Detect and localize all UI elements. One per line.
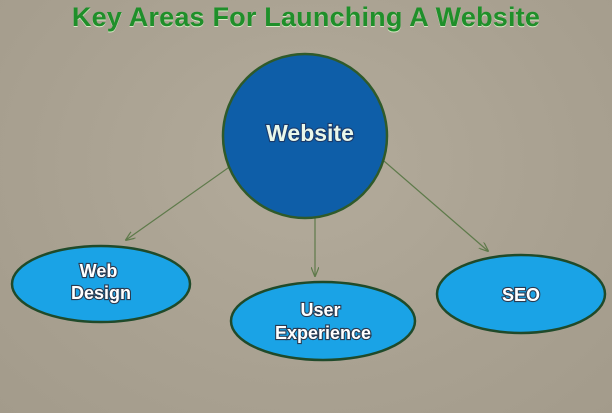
node-user-experience: User Experience [229, 280, 417, 362]
node-seo-label: SEO [502, 285, 540, 305]
node-web-design-label: Web Design [71, 261, 131, 303]
node-website-label: Website [266, 120, 354, 146]
node-user-experience-shape [229, 280, 417, 362]
node-web-design-shape [10, 244, 192, 324]
node-user-experience-label: User Experience [275, 300, 371, 343]
node-seo-shape [435, 253, 607, 335]
node-web-design-line-1: Web [80, 261, 118, 281]
node-web-design-line-2: Design [71, 283, 131, 303]
node-seo-line-1: SEO [502, 285, 540, 305]
node-website: Website [221, 52, 389, 220]
node-user-experience-line-1: User [300, 300, 340, 320]
node-seo: SEO [435, 253, 607, 335]
node-website-shape [221, 52, 389, 220]
node-user-experience-line-2: Experience [275, 323, 371, 343]
diagram-title: Key Areas For Launching A Website [71, 2, 541, 32]
node-web-design: Web Design [10, 244, 192, 324]
